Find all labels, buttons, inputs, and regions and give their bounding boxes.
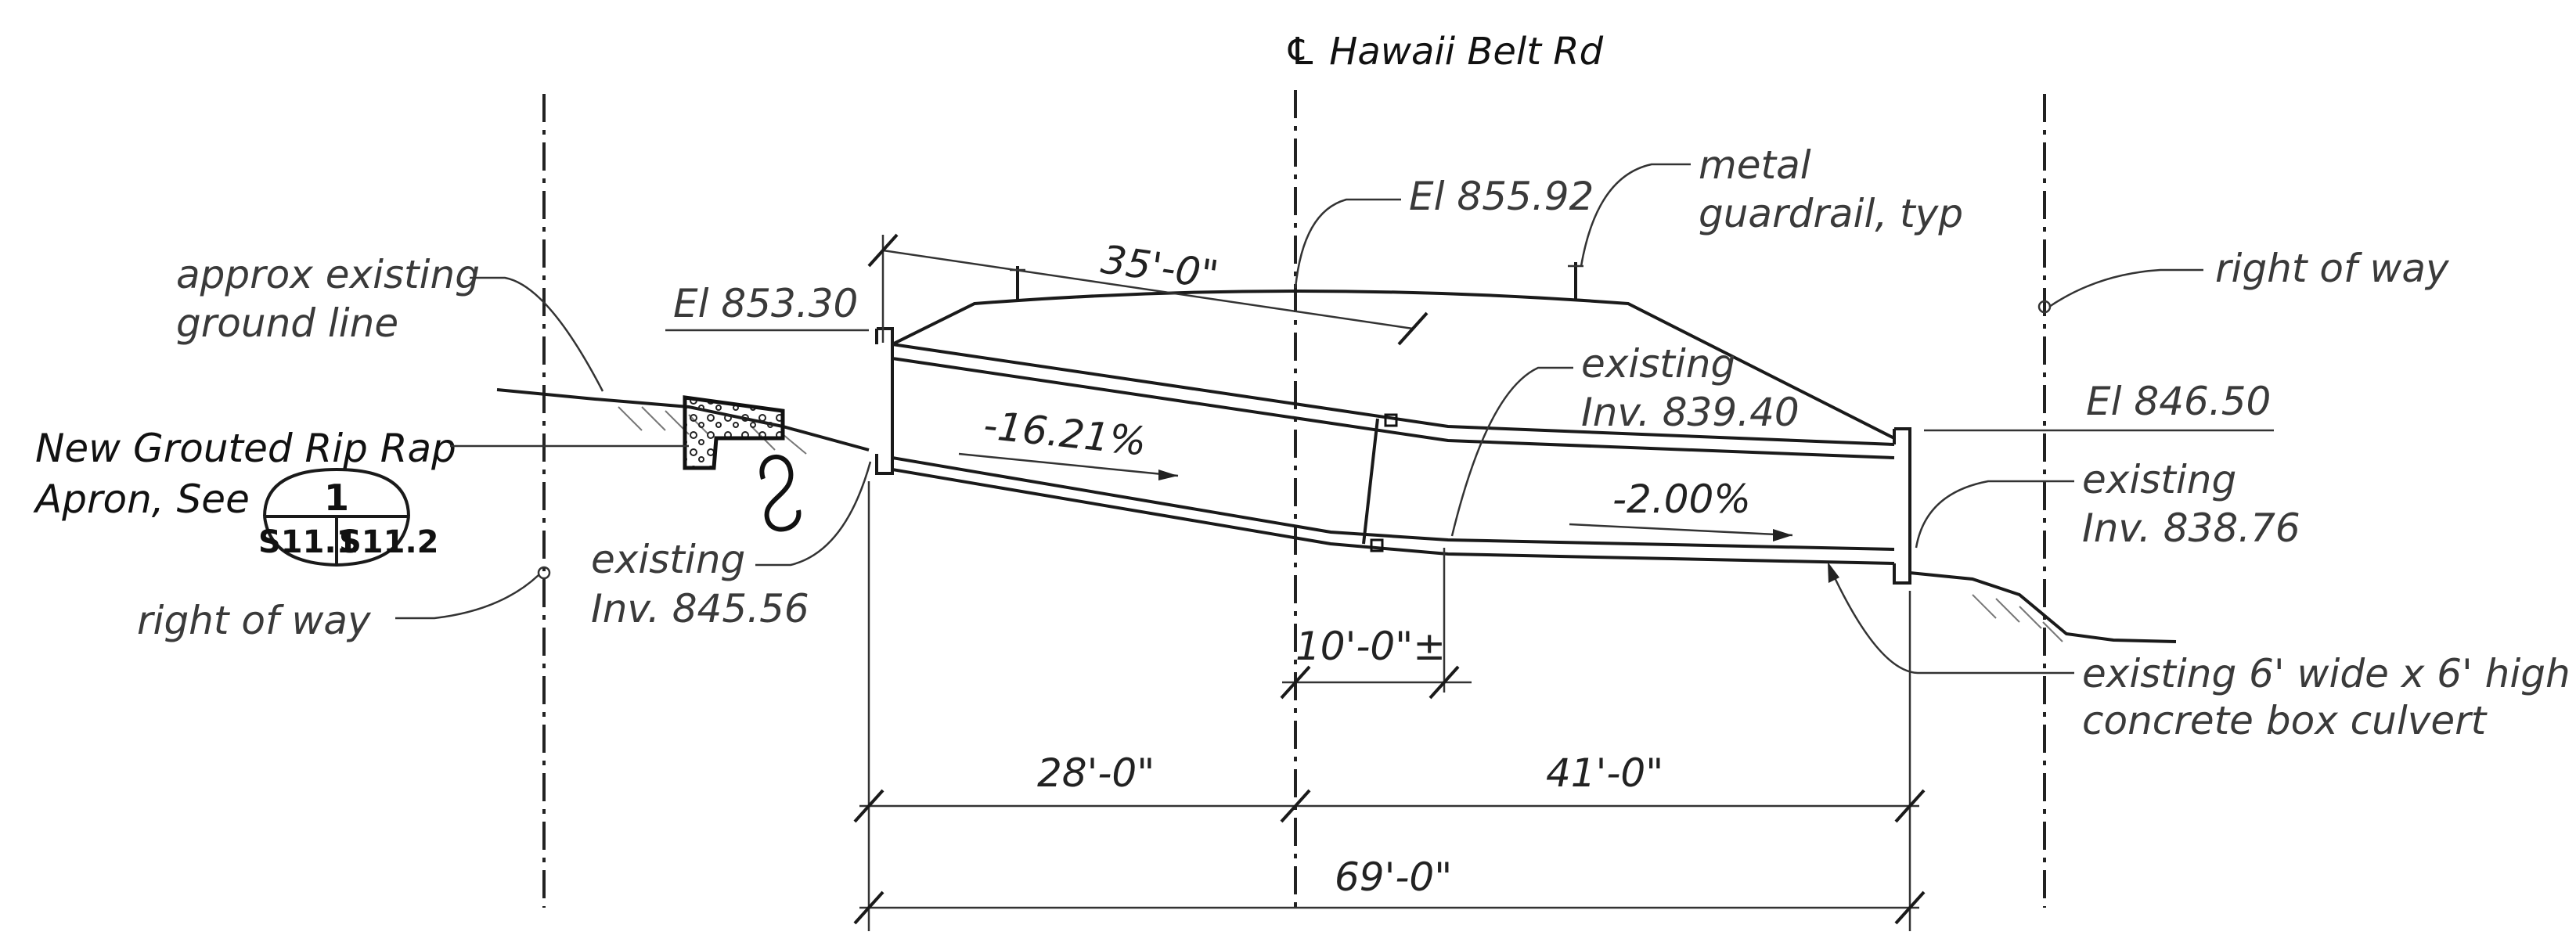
slope-label-2: -2.00% (1612, 477, 1751, 522)
offset-dimension-label: 10'-0"± (1295, 624, 1446, 669)
detail-callout (263, 467, 410, 567)
elevation-right: El 846.50 (2086, 379, 2271, 424)
detail-number: 1 (324, 477, 349, 519)
centerline-title: ℄ Hawaii Belt Rd (1284, 30, 1604, 74)
right-span-label: 41'-0" (1546, 750, 1663, 796)
culvert-top-lower (892, 357, 1895, 459)
guardrail-leader (1580, 163, 1691, 267)
slope-arrow-2 (1569, 523, 1793, 541)
detail-sheet-right: S11.2 (339, 524, 439, 560)
invert-right-leader (1915, 480, 2074, 549)
total-span-dimension (853, 890, 1926, 925)
culvert-label-line2: concrete box culvert (2082, 698, 2488, 743)
riprap-apron (683, 395, 785, 470)
right-of-way-left-label: right of way (137, 598, 372, 643)
elevation-left: El 853.30 (673, 281, 858, 326)
top-width-label: 35'-0" (1098, 236, 1221, 297)
riprap-squiggle (759, 455, 802, 532)
invert-mid-leader (1450, 366, 1573, 537)
ground-line-label-line2: ground line (176, 300, 398, 346)
offset-dimension (1280, 548, 1472, 700)
guardrail-label-line2: guardrail, typ (1699, 191, 1963, 236)
culvert-invert-lower (892, 468, 1895, 565)
invert-left-leader (755, 461, 872, 567)
culvert-label-line1: existing 6' wide x 6' high (2082, 651, 2571, 696)
right-of-way-left-leader (395, 574, 539, 620)
invert-mid-label-line1: existing (1581, 341, 1735, 387)
culvert-leader (1830, 570, 2074, 675)
total-span-label: 69'-0" (1335, 854, 1452, 900)
invert-right-label-line1: existing (2082, 457, 2236, 502)
existing-ground-line-right (1909, 571, 2177, 643)
invert-right-label-line2: Inv. 838.76 (2082, 505, 2300, 551)
right-headwall (1893, 427, 1911, 585)
guardrail-label-line1: metal (1699, 142, 1811, 188)
culvert-joint-cap-top (1384, 413, 1398, 427)
guardrail-right (1568, 262, 1583, 300)
invert-left-label-line2: Inv. 845.56 (591, 586, 809, 631)
riprap-label-line2: Apron, See (33, 477, 250, 522)
culvert-invert-upper (892, 456, 1895, 551)
culvert-leader-arrow (1828, 562, 1839, 583)
top-width-dimension (867, 233, 1429, 346)
right-of-way-right-leader (2048, 268, 2203, 308)
slope-label-1: -16.21% (982, 402, 1149, 464)
right-of-way-left-marker (537, 566, 551, 580)
right-of-way-right-marker (2037, 300, 2052, 314)
elevation-crown-leader (1294, 198, 1401, 289)
invert-mid-label-line2: Inv. 839.40 (1581, 390, 1800, 435)
culvert-joint-cap-bottom (1370, 538, 1384, 552)
split-span-dimension (853, 789, 1926, 823)
detail-sheet-left: S11.1 (258, 524, 358, 560)
culvert-joint (1362, 418, 1379, 545)
ground-line-label-line1: approx existing (176, 252, 480, 297)
left-headwall (875, 327, 894, 475)
culvert-top-upper (892, 343, 1895, 446)
ground-line-leader (470, 276, 604, 392)
slope-arrow-1 (958, 452, 1179, 480)
invert-left-label-line1: existing (591, 537, 745, 582)
embankment-outline (892, 290, 1895, 440)
riprap-label-line1: New Grouted Rip Rap (35, 426, 456, 471)
left-span-label: 28'-0" (1037, 750, 1155, 796)
right-of-way-right-label: right of way (2215, 246, 2450, 291)
elevation-crown: El 855.92 (1409, 174, 1594, 219)
ground-hatch-right (1972, 594, 2063, 642)
